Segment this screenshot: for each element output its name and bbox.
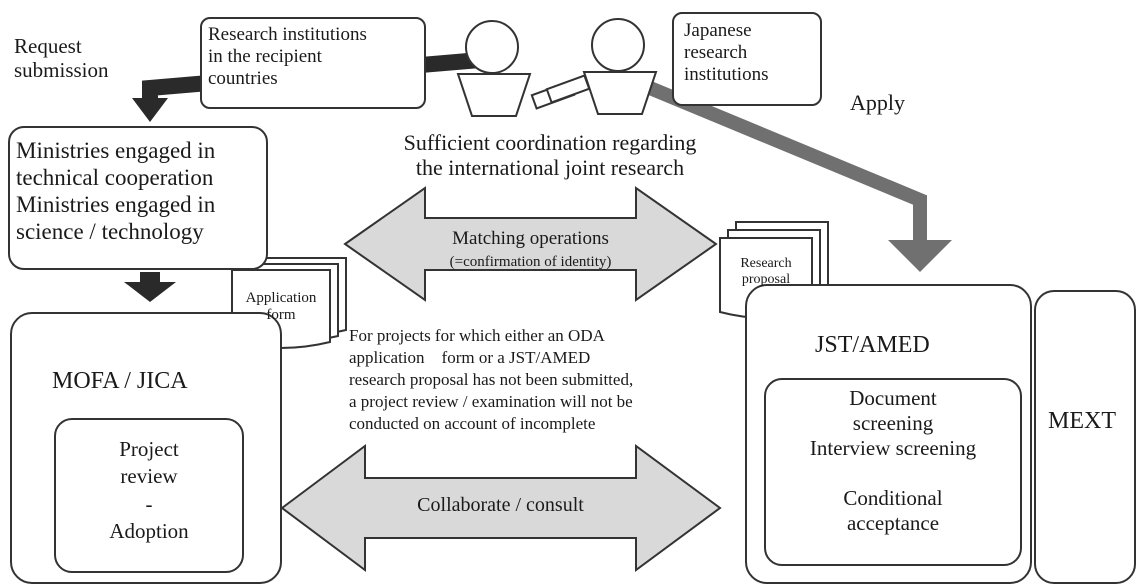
japanese-researcher-person-icon xyxy=(582,18,658,115)
project-review-label: Project review - Adoption xyxy=(109,437,189,543)
matching-double-arrow xyxy=(343,186,718,302)
project-review-box xyxy=(54,418,244,573)
ministries-box xyxy=(8,126,268,270)
coordination-label: Sufficient coordination regarding the in… xyxy=(403,130,697,181)
request-submission-label: Request submission xyxy=(14,34,109,83)
matching-operations-label: Matching operations xyxy=(452,228,609,249)
mext-label: MEXT xyxy=(1048,408,1116,434)
apply-arrow xyxy=(647,81,952,272)
recipient-institutions-box xyxy=(200,17,426,109)
application-form-label: Application form xyxy=(245,290,317,324)
recipient-institutions-label: Research institutions in the recipient c… xyxy=(208,24,367,89)
jst-amed-title: JST/AMED xyxy=(815,332,930,358)
japanese-institutions-box xyxy=(672,12,822,106)
collaborate-double-arrow xyxy=(280,444,722,572)
incomplete-application-note: For projects for which either an ODA app… xyxy=(349,326,634,434)
mofa-jica-title: MOFA / JICA xyxy=(52,368,188,394)
collaborate-consult-label: Collaborate / consult xyxy=(417,494,584,516)
apply-label: Apply xyxy=(850,90,905,115)
mext-box xyxy=(1034,290,1136,584)
ministries-to-mofa-arrow xyxy=(124,272,176,302)
japanese-institutions-label: Japanese research institutions xyxy=(684,20,769,85)
screening-box xyxy=(764,378,1022,566)
ministries-label: Ministries engaged in technical cooperat… xyxy=(16,138,216,244)
researcher-person-icon xyxy=(456,20,532,117)
screening-label: Document screening Interview screening C… xyxy=(809,386,977,535)
handshake-icon xyxy=(530,74,591,110)
research-proposal-label: Research proposal xyxy=(740,256,792,288)
matching-operations-sublabel: (=confirmation of identity) xyxy=(449,254,612,270)
